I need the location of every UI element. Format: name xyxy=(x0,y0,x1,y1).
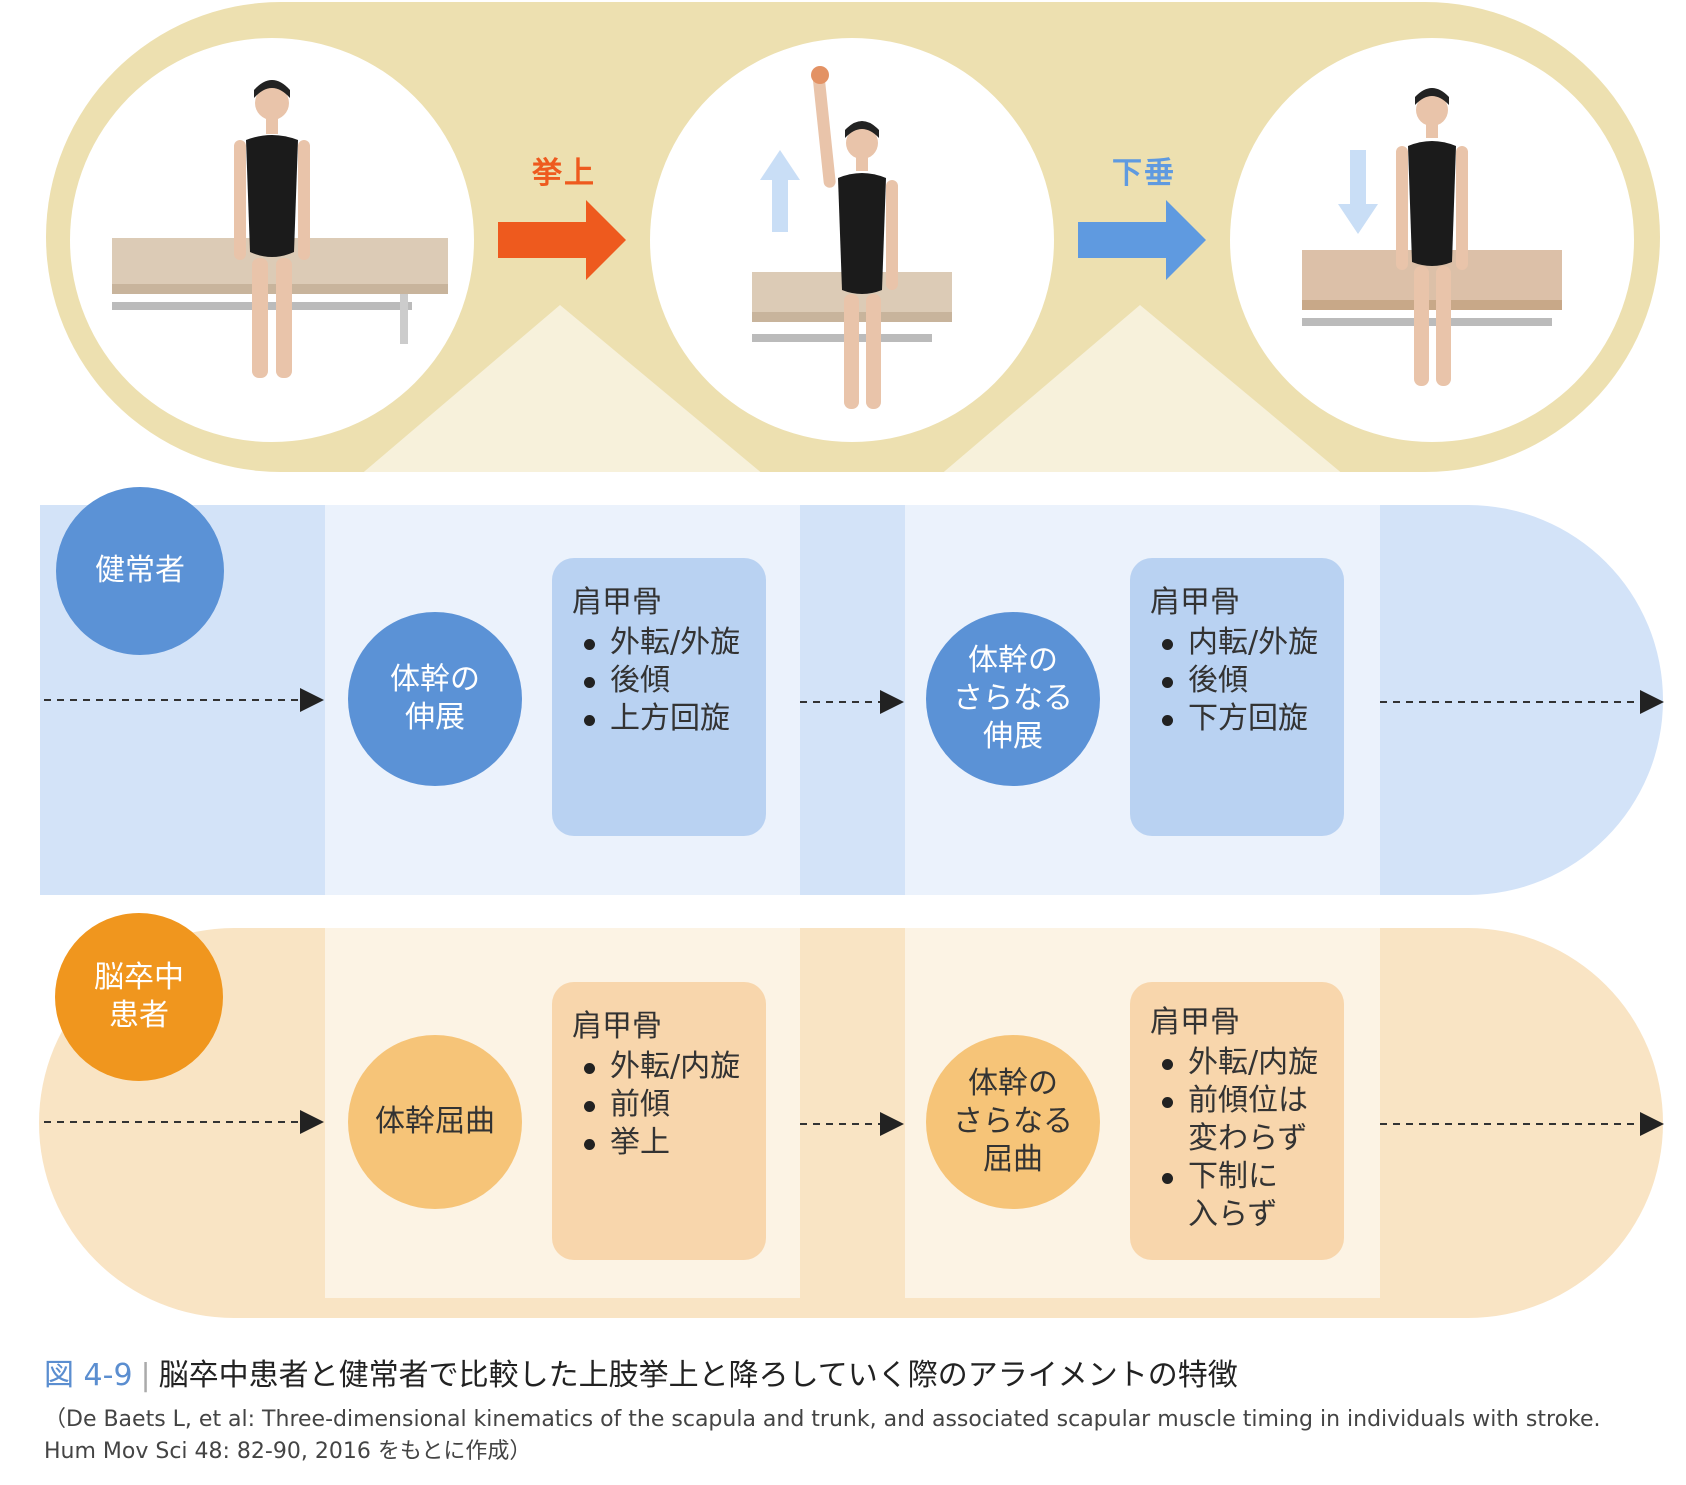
list-item: 内転/外旋 xyxy=(1160,624,1344,662)
healthy-box1-list: 外転/外旋 後傾 上方回旋 xyxy=(572,624,766,738)
healthy-box2-title: 肩甲骨 xyxy=(1150,585,1240,620)
healthy-box2-list: 内転/外旋 後傾 下方回旋 xyxy=(1150,624,1344,738)
stroke-phase1-line-1: 体幹屈曲 xyxy=(375,1104,495,1139)
figure-title: 脳卒中患者と健常者で比較した上肢挙上と降ろしていく際のアライメントの特徴 xyxy=(158,1358,1238,1393)
list-item: 挙上 xyxy=(582,1124,766,1162)
list-item: 後傾 xyxy=(582,662,766,700)
stroke-phase1-circle: 体幹屈曲 xyxy=(348,1035,522,1209)
healthy-flow-arrows xyxy=(44,699,1640,703)
healthy-box1-title: 肩甲骨 xyxy=(572,585,662,620)
stroke-label-line-1: 脳卒中 xyxy=(94,960,184,995)
healthy-phase1-line-1: 体幹の xyxy=(390,662,480,697)
healthy-phase2-line-1: 体幹の xyxy=(968,643,1058,678)
healthy-label-text: 健常者 xyxy=(95,553,185,588)
person-seated-figure-3 xyxy=(1302,88,1562,386)
list-item: 下制に 入らず xyxy=(1160,1158,1344,1234)
list-item: 後傾 xyxy=(1160,662,1344,700)
raise-label: 挙上 xyxy=(532,156,596,191)
figure-number: 図 4-9 xyxy=(44,1358,133,1393)
healthy-phase2-line-3: 伸展 xyxy=(983,719,1043,754)
list-item: 上方回旋 xyxy=(582,700,766,738)
list-item: 外転/内旋 xyxy=(582,1048,766,1086)
list-item: 前傾位は 変わらず xyxy=(1160,1082,1344,1158)
stroke-label-line-2: 患者 xyxy=(109,998,169,1033)
stroke-box1-title: 肩甲骨 xyxy=(572,1009,662,1044)
list-item: 前傾 xyxy=(582,1086,766,1124)
stroke-phase2-line-3: 屈曲 xyxy=(983,1142,1043,1177)
healthy-phase2-circle: 体幹の さらなる 伸展 xyxy=(926,612,1100,786)
stroke-row-label: 脳卒中 患者 xyxy=(55,913,223,1081)
healthy-scapula-box-1: 肩甲骨 外転/外旋 後傾 上方回旋 xyxy=(552,558,766,836)
list-item: 外転/内旋 xyxy=(1160,1044,1344,1082)
stroke-box2-title: 肩甲骨 xyxy=(1150,1005,1240,1040)
lower-label: 下垂 xyxy=(1112,156,1176,191)
stroke-phase2-line-2: さらなる xyxy=(953,1104,1073,1139)
figure-caption: 図 4-9|脳卒中患者と健常者で比較した上肢挙上と降ろしていく際のアライメントの… xyxy=(44,1358,1238,1393)
list-item: 下方回旋 xyxy=(1160,700,1344,738)
healthy-phase1-circle: 体幹の 伸展 xyxy=(348,612,522,786)
stroke-phase2-line-1: 体幹の xyxy=(968,1066,1058,1101)
healthy-phase2-line-2: さらなる xyxy=(953,681,1073,716)
stroke-flow-arrows xyxy=(44,1121,1640,1125)
healthy-row-label: 健常者 xyxy=(56,487,224,655)
stroke-phase2-circle: 体幹の さらなる 屈曲 xyxy=(926,1035,1100,1209)
lower-arrow-icon xyxy=(1078,200,1206,280)
person-arm-raised-figure-2 xyxy=(752,66,952,409)
stroke-scapula-box-1: 肩甲骨 外転/内旋 前傾 挙上 xyxy=(552,982,766,1260)
list-item: 外転/外旋 xyxy=(582,624,766,662)
raise-arrow-icon xyxy=(498,200,626,280)
person-seated-figure-1 xyxy=(112,80,448,378)
healthy-scapula-box-2: 肩甲骨 内転/外旋 後傾 下方回旋 xyxy=(1130,558,1344,836)
stroke-box2-list: 外転/内旋 前傾位は 変わらず 下制に 入らず xyxy=(1150,1044,1344,1234)
stroke-box1-list: 外転/内旋 前傾 挙上 xyxy=(572,1048,766,1162)
healthy-phase1-line-2: 伸展 xyxy=(405,700,465,735)
figure-source: （De Baets L, et al: Three-dimensional ki… xyxy=(44,1407,1601,1464)
stroke-scapula-box-2: 肩甲骨 外転/内旋 前傾位は 変わらず 下制に 入らず xyxy=(1130,982,1344,1260)
